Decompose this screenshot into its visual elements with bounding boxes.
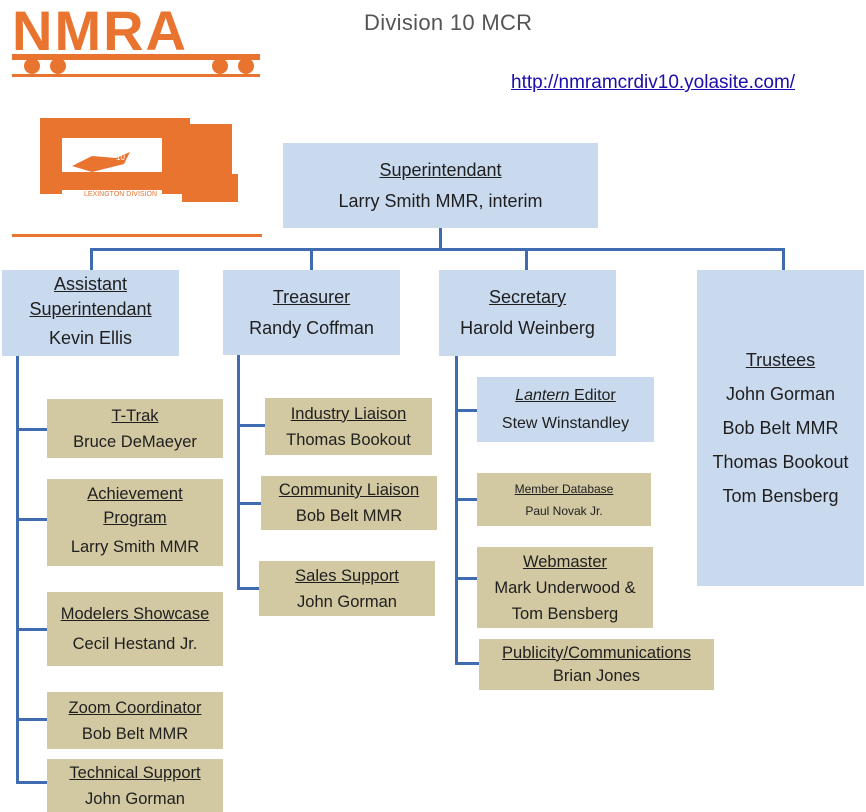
assistant-tick <box>16 518 47 521</box>
modelers-showcase-box: Modelers Showcase Cecil Hestand Jr. <box>47 592 223 666</box>
svg-text:10: 10 <box>116 153 125 162</box>
zoom-coordinator-box: Zoom Coordinator Bob Belt MMR <box>47 692 223 749</box>
secretary-title: Secretary <box>488 287 567 307</box>
treasurer-tick <box>237 502 261 505</box>
publicity-title: Publicity/Communications <box>502 643 691 662</box>
trustee-member: Tom Bensberg <box>722 486 839 506</box>
superintendent-name: Larry Smith MMR, interim <box>338 190 543 211</box>
achievement-title-line2: Program <box>103 508 167 527</box>
trustee-member: John Gorman <box>725 384 836 404</box>
industry-liaison-title: Industry Liaison <box>290 404 407 423</box>
nmra-logo: NMRA <box>10 0 262 78</box>
industry-liaison-box: Industry Liaison Thomas Bookout <box>265 398 432 455</box>
trustee-member: Thomas Bookout <box>712 452 849 472</box>
achievement-name: Larry Smith MMR <box>70 537 200 556</box>
trustee-member: Bob Belt MMR <box>722 418 839 438</box>
zoom-coordinator-title: Zoom Coordinator <box>68 698 202 717</box>
webmaster-title: Webmaster <box>522 552 608 571</box>
secretary-spine <box>455 356 458 665</box>
sales-support-box: Sales Support John Gorman <box>259 561 435 616</box>
connector-super-down <box>439 228 442 250</box>
connector-to-trustees <box>782 248 785 270</box>
assistant-name: Kevin Ellis <box>48 328 133 348</box>
treasurer-name: Randy Coffman <box>249 317 374 338</box>
industry-liaison-name: Thomas Bookout <box>286 430 411 449</box>
secretary-tick <box>455 409 477 412</box>
connector-to-secretary <box>525 248 528 270</box>
technical-support-title: Technical Support <box>69 763 201 782</box>
division-title: Division 10 MCR <box>364 10 533 35</box>
superintendent-title: Superintendant <box>379 159 502 180</box>
ttrak-box: T-Trak Bruce DeMaeyer <box>47 399 223 458</box>
sales-support-name: John Gorman <box>297 592 397 611</box>
achievement-box: Achievement Program Larry Smith MMR <box>47 479 223 566</box>
lantern-editor-box: Lantern Editor Stew Winstandley <box>477 377 654 442</box>
webmaster-box: Webmaster Mark Underwood & Tom Bensberg <box>477 547 653 628</box>
community-liaison-title: Community Liaison <box>278 481 420 499</box>
treasurer-spine <box>237 355 240 590</box>
secretary-tick <box>455 662 479 665</box>
member-database-title: Member Database <box>514 481 614 496</box>
modelers-showcase-title: Modelers Showcase <box>60 605 210 623</box>
community-liaison-name: Bob Belt MMR <box>295 507 403 525</box>
treasurer-box: Treasurer Randy Coffman <box>223 270 400 355</box>
assistant-title-line2: Superintendant <box>29 299 152 319</box>
member-database-name: Paul Novak Jr. <box>525 503 603 518</box>
community-liaison-box: Community Liaison Bob Belt MMR <box>261 476 437 530</box>
website-link[interactable]: http://nmramcrdiv10.yolasite.com/ <box>511 72 796 93</box>
treasurer-tick <box>237 424 265 427</box>
connector-horizontal-top <box>90 248 784 251</box>
svg-text:NMRA: NMRA <box>12 4 188 62</box>
member-database-box: Member Database Paul Novak Jr. <box>477 473 651 526</box>
superintendent-box: Superintendant Larry Smith MMR, interim <box>283 143 598 228</box>
webmaster-name-line1: Mark Underwood & <box>494 578 636 597</box>
zoom-coordinator-name: Bob Belt MMR <box>81 724 189 743</box>
achievement-title-line1: Achievement <box>87 484 183 503</box>
connector-to-treasurer <box>310 248 313 270</box>
svg-text:LEXINGTON DIVISION: LEXINGTON DIVISION <box>84 191 157 198</box>
assistant-spine <box>16 356 19 784</box>
trustees-title: Trustees <box>745 350 816 370</box>
assistant-title-line1: Assistant <box>53 274 128 294</box>
ttrak-name: Bruce DeMaeyer <box>73 432 197 451</box>
lantern-italic: Lantern <box>515 386 570 404</box>
assistant-tick <box>16 781 47 784</box>
lantern-editor-name: Stew Winstandley <box>501 414 630 432</box>
assistant-tick <box>16 718 47 721</box>
technical-support-box: Technical Support John Gorman <box>47 759 223 812</box>
lantern-editor-rest: Editor <box>569 386 616 404</box>
secretary-tick <box>455 498 477 501</box>
sales-support-title: Sales Support <box>295 566 399 585</box>
technical-support-name: John Gorman <box>85 789 185 808</box>
publicity-name: Brian Jones <box>552 666 641 685</box>
modelers-showcase-name: Cecil Hestand Jr. <box>72 635 198 653</box>
lantern-editor-title: Lantern Editor <box>515 382 616 410</box>
assistant-tick <box>16 628 47 631</box>
secretary-tick <box>455 577 477 580</box>
trustees-box: Trustees John Gorman Bob Belt MMR Thomas… <box>697 270 864 586</box>
assistant-box: Assistant Superintendant Kevin Ellis <box>2 270 179 356</box>
secretary-name: Harold Weinberg <box>460 318 595 338</box>
treasurer-tick <box>237 587 259 590</box>
treasurer-title: Treasurer <box>272 286 351 307</box>
publicity-box: Publicity/Communications Brian Jones <box>479 639 714 690</box>
ttrak-title: T-Trak <box>111 406 159 425</box>
webmaster-name-line2: Tom Bensberg <box>511 604 619 623</box>
connector-to-assistant <box>90 248 93 270</box>
assistant-tick <box>16 428 47 431</box>
lexington-division-logo: LEXINGTON DIVISION 10 <box>12 114 262 238</box>
secretary-box: Secretary Harold Weinberg <box>439 270 616 356</box>
